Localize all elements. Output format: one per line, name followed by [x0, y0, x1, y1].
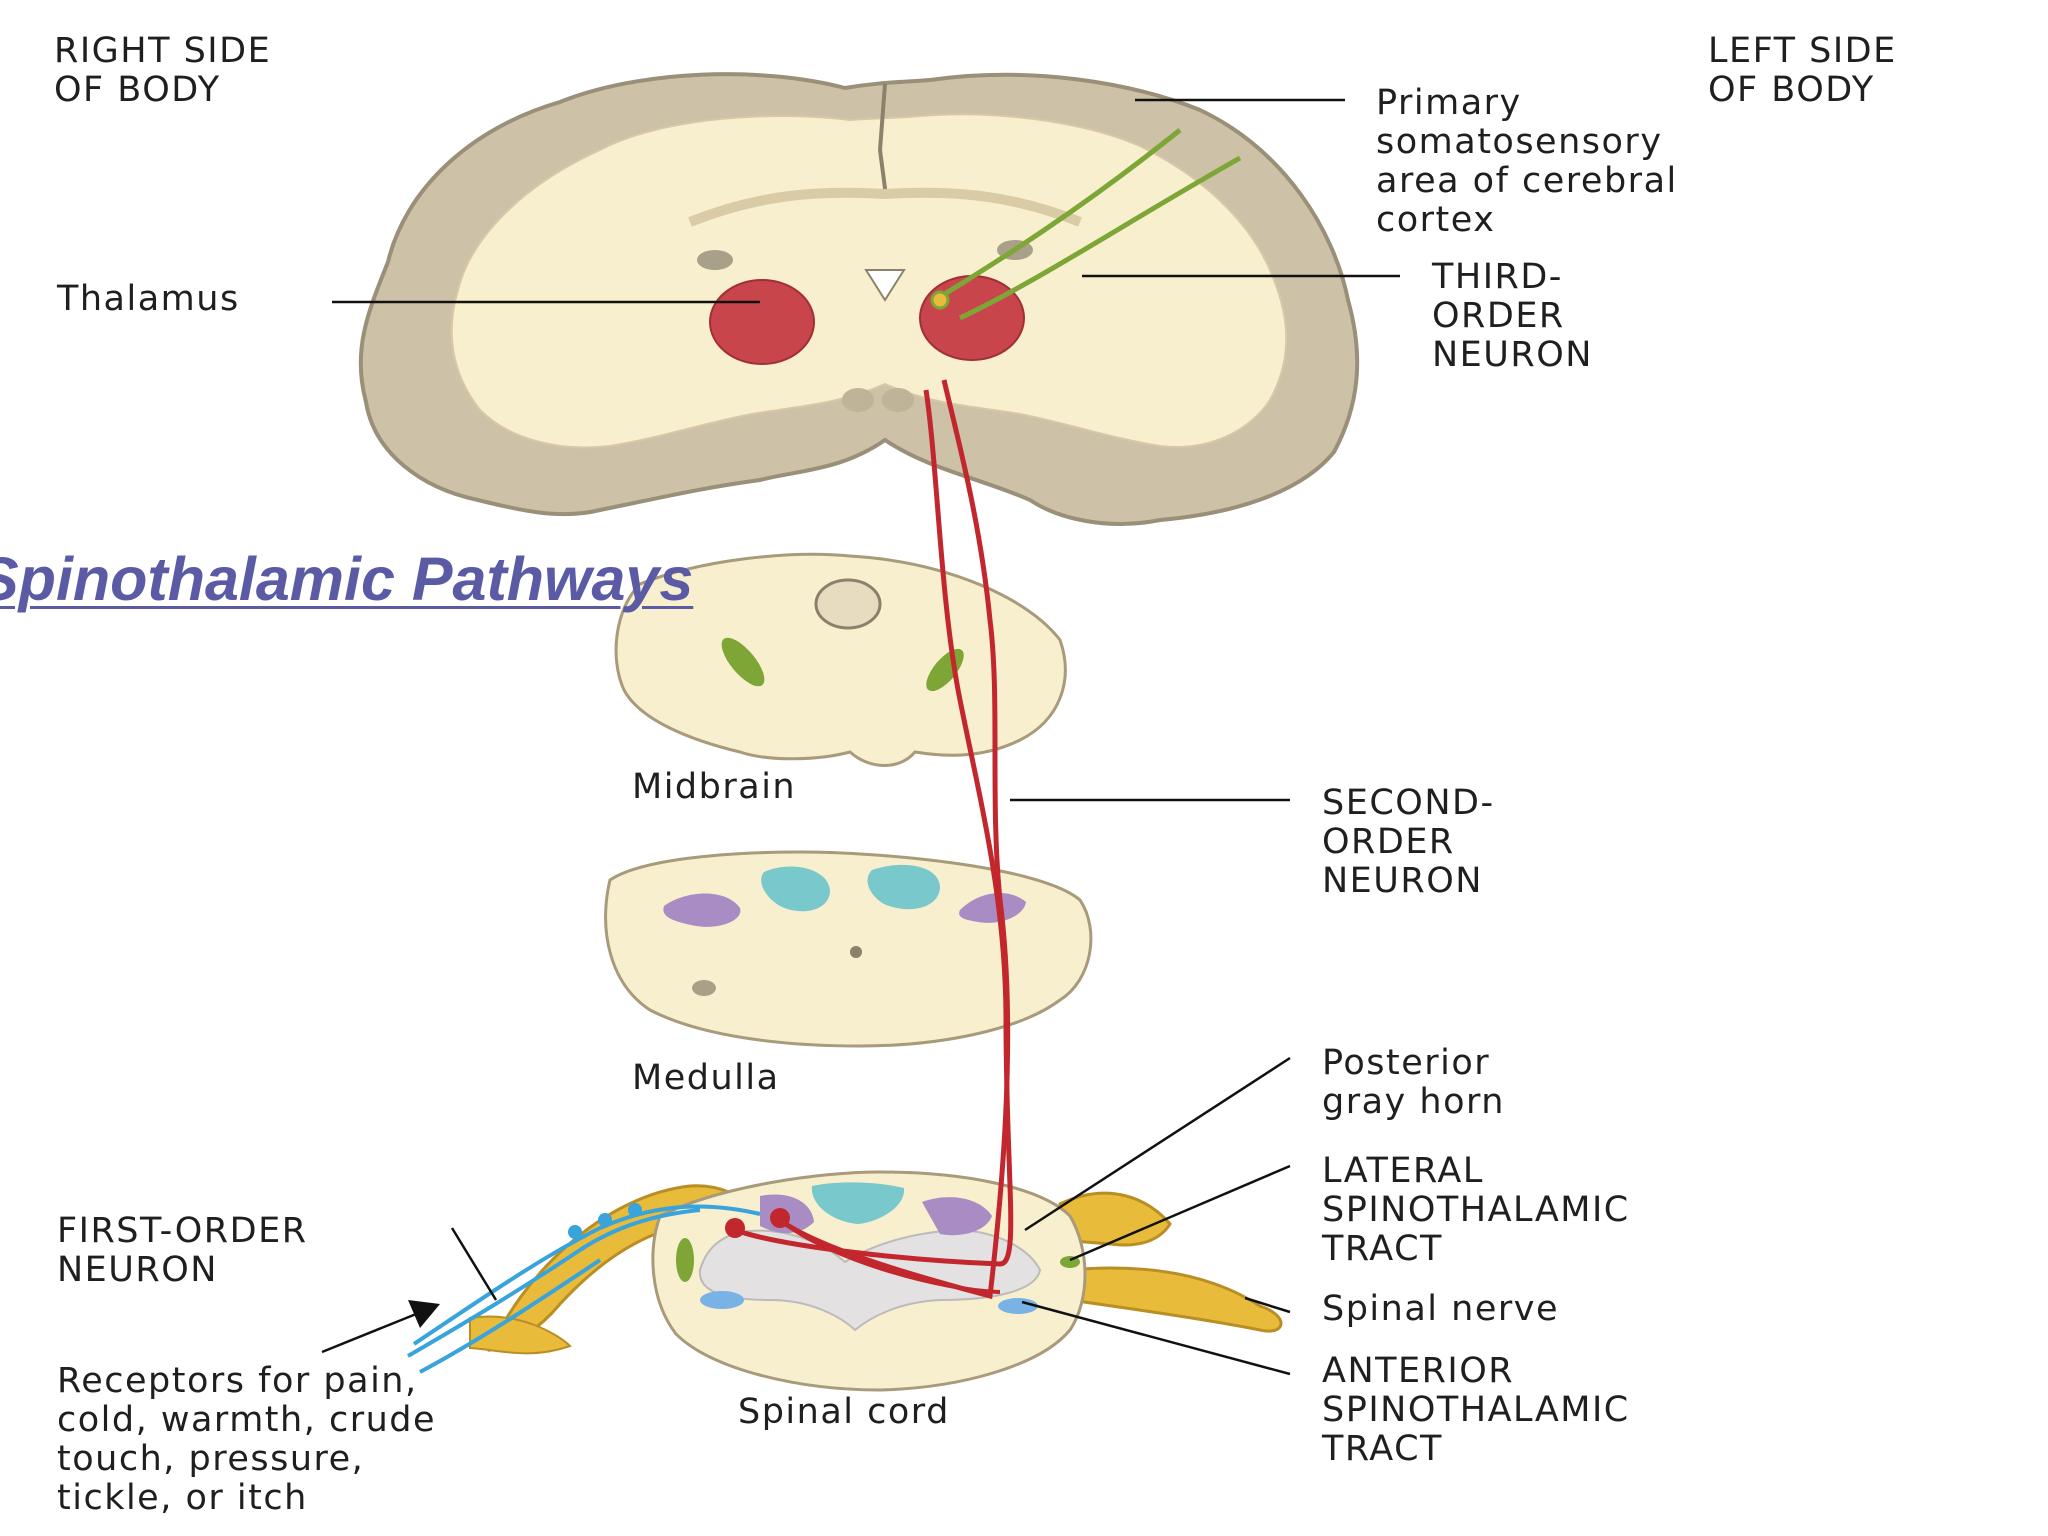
label-anterior-line: SPINOTHALAMIC: [1322, 1390, 1630, 1430]
spinal-teal-column: [811, 1182, 905, 1224]
ganglion-cell-2: [598, 1213, 612, 1227]
ventricle: [864, 269, 906, 302]
label-third-order-neuron: THIRD- ORDER NEURON: [1432, 258, 1593, 375]
spinal-blue-spot: [700, 1291, 744, 1309]
label-second-order-line: NEURON: [1322, 861, 1483, 901]
label-posterior-line: gray horn: [1322, 1082, 1505, 1122]
label-posterior-gray-horn: Posterior gray horn: [1322, 1044, 1505, 1122]
label-receptors-line: Receptors for pain,: [57, 1361, 418, 1401]
label-primary-line: Primary: [1376, 83, 1522, 123]
label-third-order-line: THIRD-: [1432, 257, 1563, 297]
leader-spinal-nerve: [1244, 1296, 1291, 1314]
medulla-section: [604, 850, 1093, 1048]
label-left-side-line: LEFT SIDE: [1708, 31, 1897, 71]
label-medulla: Medulla: [632, 1058, 780, 1098]
leader-posterior-gray-horn: [1024, 1056, 1291, 1232]
label-anterior-line: TRACT: [1322, 1429, 1443, 1469]
third-order-neuron-fiber-1: [933, 128, 1182, 303]
label-spinal-cord: Spinal cord: [738, 1392, 950, 1432]
label-lateral-spinothalamic-tract: LATERAL SPINOTHALAMIC TRACT: [1322, 1152, 1630, 1269]
label-receptors-line: touch, pressure,: [57, 1439, 365, 1479]
midbrain-green-right: [721, 637, 765, 687]
label-lateral-line: LATERAL: [1322, 1151, 1484, 1191]
label-first-order-neuron: FIRST-ORDER NEURON: [57, 1212, 308, 1290]
label-receptors-line: tickle, or itch: [57, 1478, 308, 1518]
label-first-order-line: FIRST-ORDER: [57, 1211, 308, 1251]
first-order-neuron-fiber-3: [419, 1258, 602, 1374]
leader-anterior-spinothalamic: [1021, 1300, 1291, 1376]
second-order-neuron-fiber-3: [778, 1218, 1001, 1294]
label-primary-line: somatosensory: [1376, 122, 1663, 162]
midbrain-outline: [614, 552, 1067, 767]
medulla-teal-right: [761, 866, 830, 912]
label-second-order-line: SECOND-: [1322, 783, 1495, 823]
posterior-horn-synapse-1: [725, 1218, 745, 1238]
first-order-neuron-fiber-1: [406, 1208, 701, 1358]
leader-first-order-neuron: [450, 1227, 498, 1301]
medulla-purple-right: [663, 893, 741, 927]
spinal-nerve-left-trunk: [469, 1315, 572, 1355]
label-anterior-line: ANTERIOR: [1322, 1351, 1515, 1391]
thalamus-left: [919, 275, 1025, 361]
label-third-order-line: ORDER: [1432, 296, 1565, 336]
ventral-root-right: [1058, 1191, 1172, 1247]
label-primary-line: cortex: [1376, 200, 1496, 240]
corpus-callosum: [688, 187, 1082, 227]
brain-section: [358, 72, 1360, 526]
cerebral-aqueduct: [814, 578, 882, 630]
label-lateral-line: SPINOTHALAMIC: [1322, 1190, 1630, 1230]
anterior-tract-blue: [998, 1298, 1038, 1314]
label-second-order-neuron: SECOND- ORDER NEURON: [1322, 784, 1495, 901]
label-receptors: Receptors for pain, cold, warmth, crude …: [57, 1362, 436, 1518]
first-order-neuron-fiber-2: [412, 1204, 761, 1346]
leader-receptors-arrow: [321, 1308, 427, 1354]
leader-lines: [321, 98, 1400, 1376]
label-left-side-of-body: LEFT SIDE OF BODY: [1708, 32, 1897, 110]
medulla-canal: [850, 946, 862, 958]
label-spinal-nerve: Spinal nerve: [1322, 1289, 1559, 1329]
spinal-purple-left: [922, 1197, 992, 1236]
spinal-green-spot: [676, 1238, 694, 1282]
medulla-teal-left: [867, 864, 940, 910]
mammillary-body-left: [882, 388, 914, 412]
receptors-arrowhead: [408, 1300, 440, 1328]
label-posterior-line: Posterior: [1322, 1043, 1491, 1083]
mammillary-body-right: [842, 388, 874, 412]
label-lateral-line: TRACT: [1322, 1229, 1443, 1269]
page-title: Spinothalamic Pathways: [0, 545, 694, 613]
ganglion-cell-3: [628, 1203, 642, 1217]
second-order-neuron: [734, 379, 1014, 1300]
thalamus-right: [709, 279, 815, 365]
label-first-order-line: NEURON: [57, 1250, 218, 1290]
label-right-side-of-body: RIGHT SIDE OF BODY: [54, 32, 271, 110]
label-anterior-spinothalamic-tract: ANTERIOR SPINOTHALAMIC TRACT: [1322, 1352, 1630, 1469]
medulla-outline: [604, 850, 1093, 1048]
medulla-purple-left: [959, 892, 1026, 923]
spinal-cord-section: [406, 1170, 1283, 1392]
longitudinal-fissure: [877, 83, 888, 197]
label-midbrain: Midbrain: [632, 767, 797, 807]
second-order-neuron-fiber-1: [734, 389, 1014, 1267]
third-order-neuron-body: [930, 290, 950, 310]
label-thalamus: Thalamus: [57, 279, 240, 319]
second-order-neuron-fiber-2: [778, 379, 1011, 1300]
label-primary-line: area of cerebral: [1376, 161, 1678, 201]
ganglion-cell-1: [568, 1225, 582, 1239]
label-right-side-line: OF BODY: [54, 70, 221, 110]
leader-lateral-spinothalamic: [1069, 1164, 1291, 1262]
third-order-neuron-fiber-2: [958, 155, 1242, 321]
label-primary-somatosensory: Primary somatosensory area of cerebral c…: [1376, 84, 1678, 240]
label-left-side-line: OF BODY: [1708, 70, 1875, 110]
basal-nucleus-right: [697, 250, 733, 270]
label-receptors-line: cold, warmth, crude: [57, 1400, 437, 1440]
cerebrum-white-matter: [450, 113, 1288, 449]
label-right-side-line: RIGHT SIDE: [54, 31, 272, 71]
label-third-order-line: NEURON: [1432, 335, 1593, 375]
spinal-nerve-right: [1068, 1266, 1283, 1333]
label-second-order-line: ORDER: [1322, 822, 1455, 862]
medulla-spot: [692, 980, 716, 996]
